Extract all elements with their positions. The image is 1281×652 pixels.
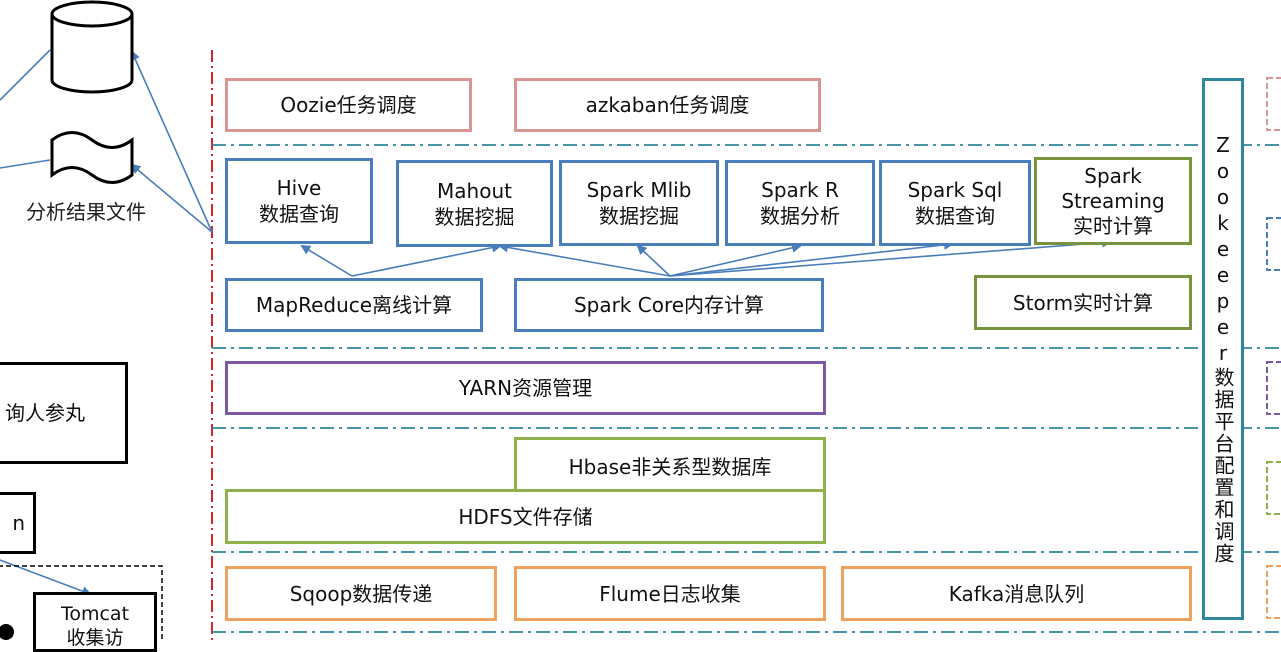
zookeeper-label: Zookeeper数据平台配置和调度	[1211, 133, 1235, 565]
partial-box-2: n	[0, 492, 36, 554]
database-icon	[50, 0, 134, 94]
collector-container	[0, 565, 163, 640]
spark-mlib-box: Spark Mlib 数据挖掘	[559, 160, 719, 246]
hive-box: Hive 数据查询	[225, 158, 373, 244]
document-icon	[50, 131, 134, 184]
mapreduce-box: MapReduce离线计算	[225, 278, 483, 332]
sqoop-box: Sqoop数据传递	[225, 566, 497, 621]
mahout-box: Mahout 数据挖掘	[396, 160, 553, 247]
yarn-box: YARN资源管理	[225, 361, 826, 415]
oozie-box: Oozie任务调度	[225, 78, 472, 132]
storm-box: Storm实时计算	[974, 275, 1192, 330]
right-edge-boxes	[1266, 77, 1281, 619]
partial-box-1: 询人参丸	[0, 362, 128, 464]
layer-separators	[212, 144, 1281, 633]
spark-streaming-box: Spark Streaming 实时计算	[1034, 157, 1192, 245]
spark-r-box: Spark R 数据分析	[725, 160, 875, 246]
spark-sql-box: Spark Sql 数据查询	[879, 160, 1031, 246]
result-file-label: 分析结果文件	[26, 200, 146, 224]
hbase-box: Hbase非关系型数据库	[514, 437, 826, 493]
spark-core-box: Spark Core内存计算	[514, 278, 824, 332]
bullet-dot	[0, 624, 14, 640]
partial-box-1-label: 询人参丸	[5, 401, 85, 425]
tomcat-box: Tomcat 收集访	[33, 592, 157, 652]
compute-arrows	[300, 237, 1112, 277]
azkaban-box: azkaban任务调度	[514, 78, 821, 132]
zookeeper-box: Zookeeper数据平台配置和调度	[1202, 78, 1244, 620]
hdfs-box: HDFS文件存储	[225, 489, 826, 544]
flume-box: Flume日志收集	[514, 566, 826, 621]
partial-box-2-label: n	[12, 511, 25, 535]
kafka-box: Kafka消息队列	[841, 566, 1192, 621]
